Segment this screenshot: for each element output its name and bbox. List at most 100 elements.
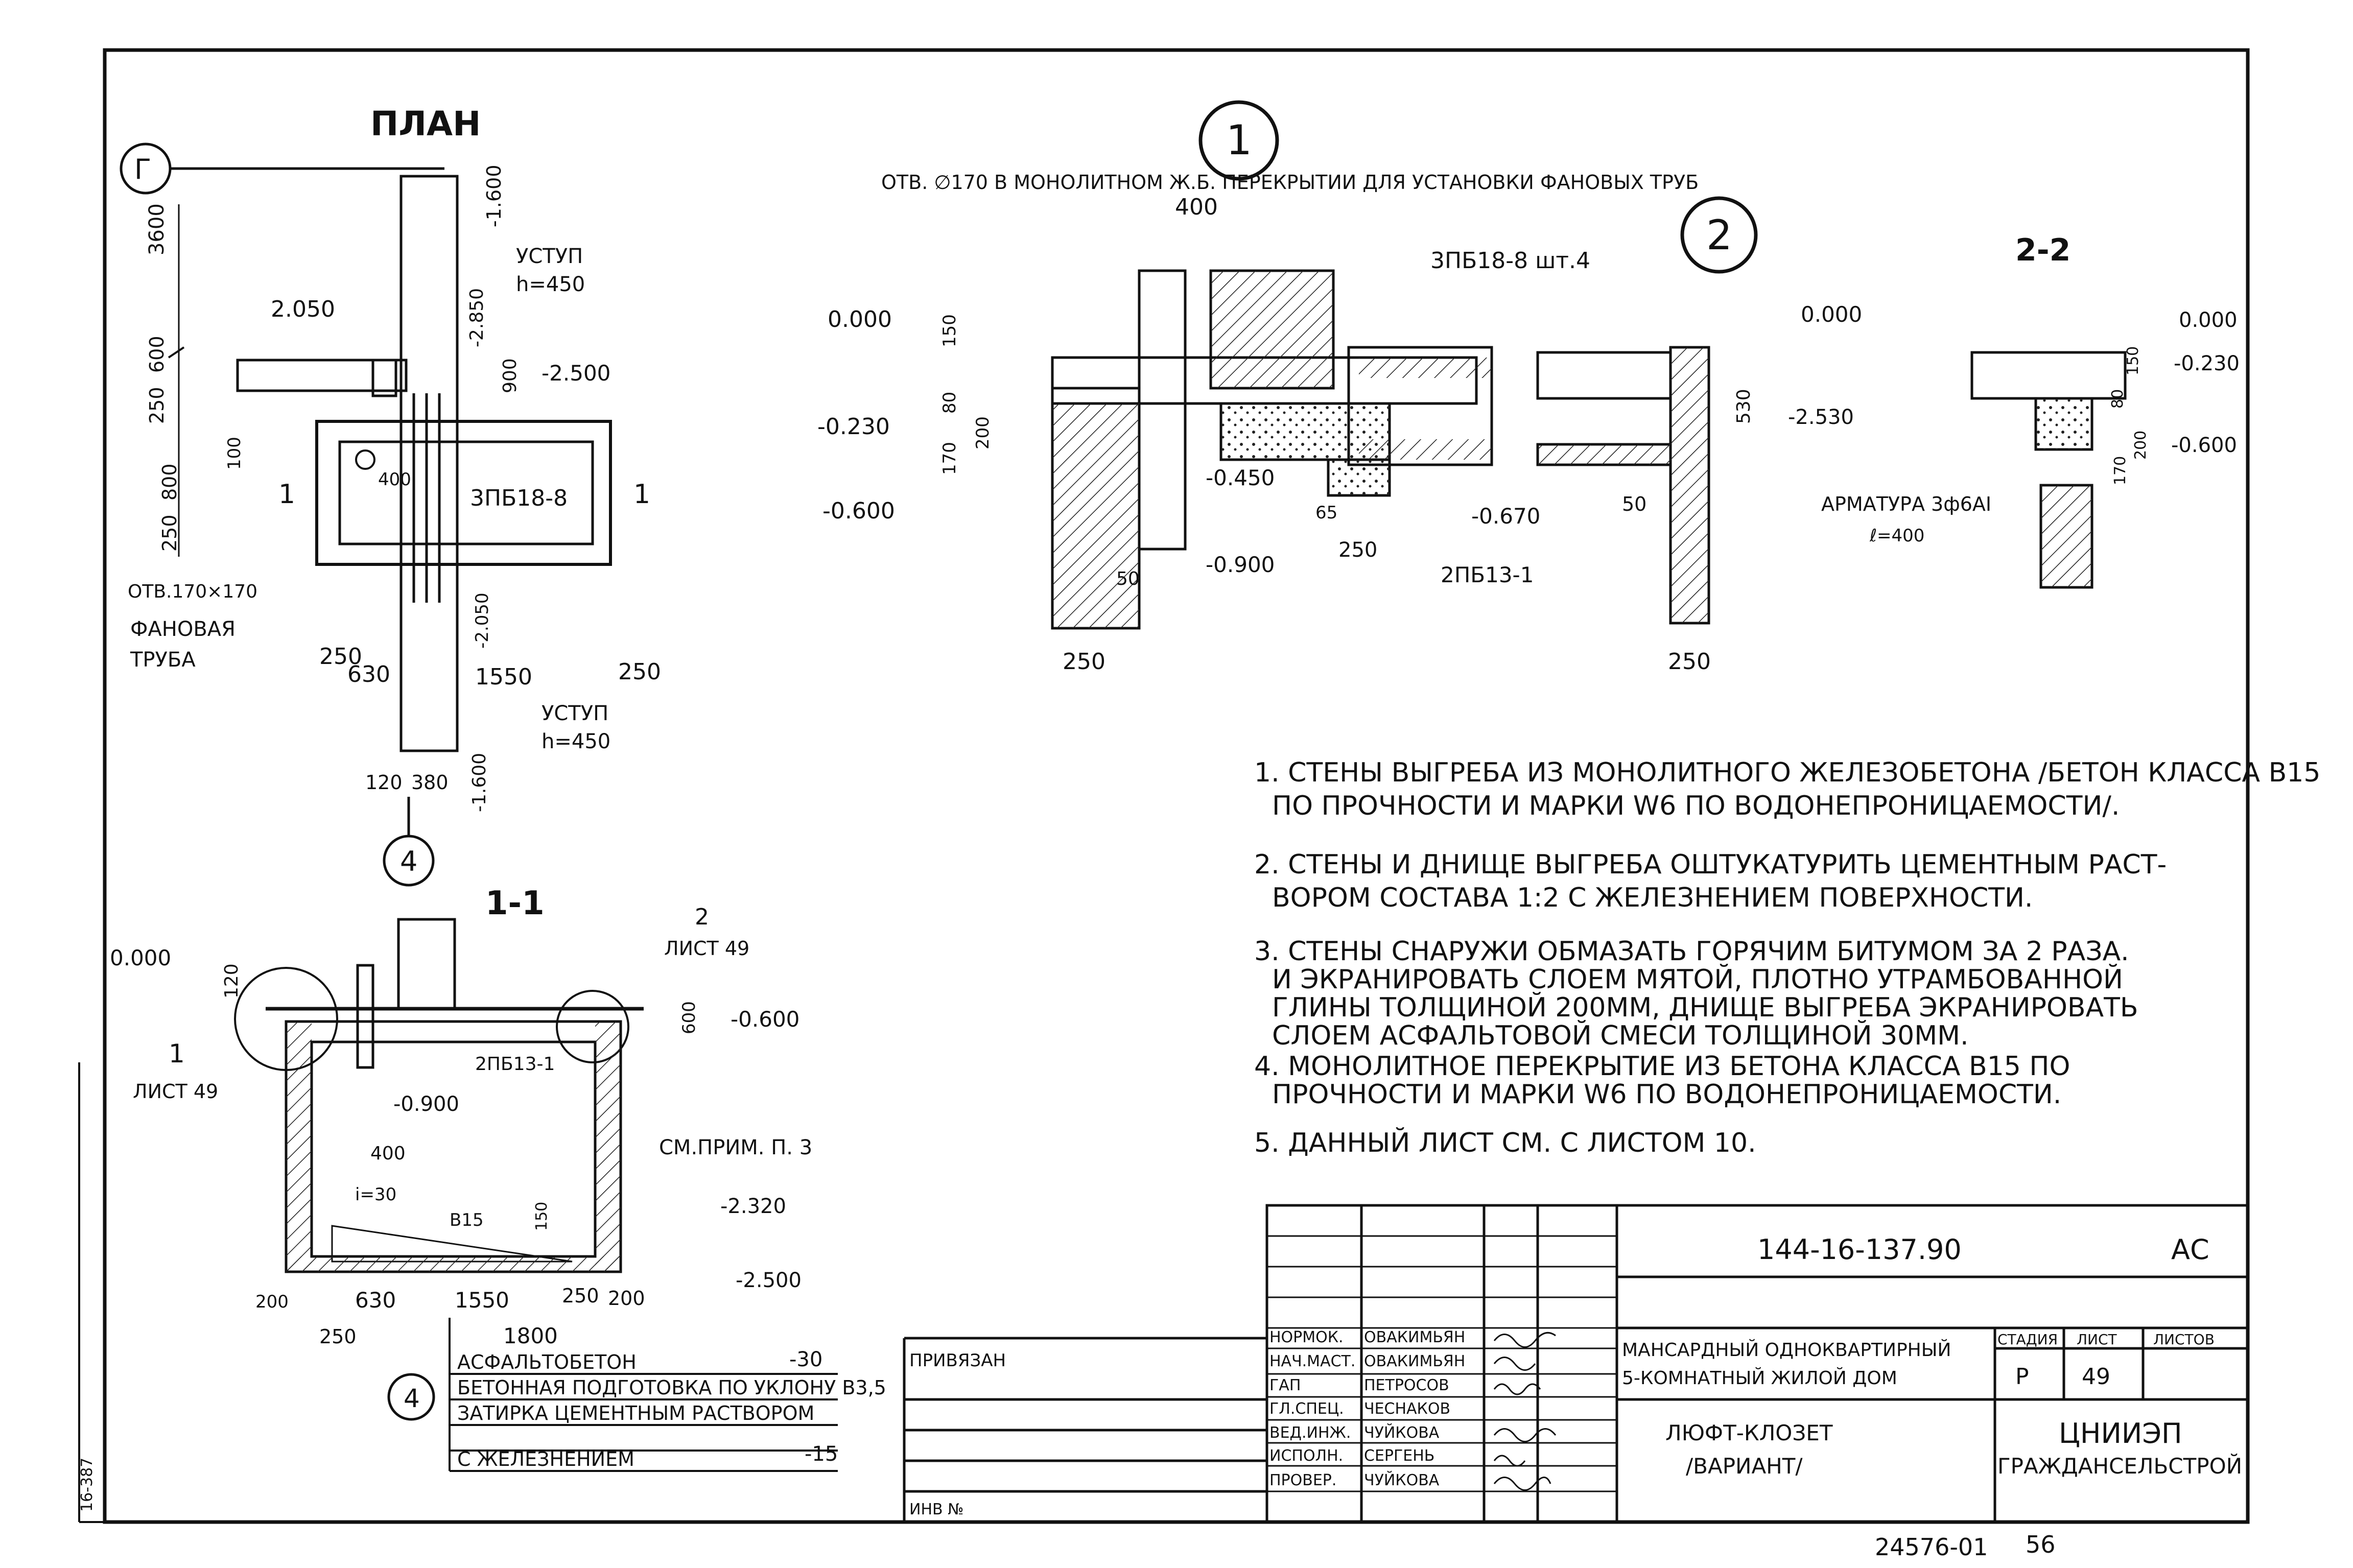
- s11-elev-0600: -0.600: [731, 1007, 799, 1032]
- node-1-dim-400: 400: [1175, 194, 1218, 220]
- tb-name-3: ЧЕСНАКОВ: [1364, 1400, 1450, 1418]
- section-1-1-title: 1-1: [485, 885, 545, 922]
- tb-privyazan: ПРИВЯЗАН: [909, 1350, 1006, 1371]
- tb-role-0: НОРМОК.: [1269, 1328, 1344, 1346]
- s22-rebar: АРМАТУРА 3ф6АI: [1821, 493, 1991, 515]
- plan-ustup: УСТУП: [516, 245, 583, 268]
- s11-axis-bubble-4: [387, 1373, 435, 1421]
- node-1-elev-000: 0.000: [828, 306, 892, 332]
- section-2-2: 2-2 0.000 -0.230 -0.600 150 80 170 200 А…: [1821, 232, 2240, 589]
- node-1: 1 ОТВ. ∅170 В МОНОЛИТНОМ Ж.Б. ПЕРЕКРЫТИИ…: [817, 100, 1699, 675]
- s22-dim-200: 200: [2132, 431, 2150, 460]
- plan-dim-100: 100: [224, 437, 245, 470]
- node-1-block-top: 3ПБ18-8 шт.4: [1430, 248, 1590, 274]
- node-2-elev-2530: -2.530: [1788, 406, 1854, 429]
- node-1-elev-0230: -0.230: [817, 414, 890, 440]
- plan-dim-380: 380: [411, 771, 449, 794]
- s11-ref2-num: 2: [695, 904, 709, 930]
- s11-elev-0900: -0.900: [393, 1092, 459, 1116]
- node-1-dim-250: 250: [1063, 649, 1105, 675]
- tb-role-3: ГЛ.СПЕЦ.: [1269, 1400, 1344, 1418]
- tb-role-6: ПРОВЕР.: [1269, 1471, 1336, 1489]
- tb-name-4: ЧУЙКОВА: [1364, 1423, 1440, 1442]
- tb-project-2: 5-КОМНАТНЫЙ ЖИЛОЙ ДОМ: [1622, 1367, 1897, 1389]
- plan-dim-600: 600: [146, 336, 168, 373]
- page-number: 56: [2026, 1531, 2056, 1558]
- axis-label-4: 4: [400, 845, 417, 877]
- s11-elev-2500: -2.500: [736, 1269, 802, 1292]
- s11-see-note: СМ.ПРИМ. П. 3: [659, 1136, 812, 1159]
- section-1-1-wall-left: [286, 1021, 312, 1272]
- axis-label-g: Г: [134, 153, 151, 185]
- plan-pipe-label-2: ТРУБА: [130, 648, 196, 672]
- node-1-label: 1: [1226, 116, 1252, 164]
- tb-role-1: НАЧ.МАСТ.: [1269, 1352, 1355, 1370]
- section-2-2-title: 2-2: [2015, 232, 2070, 268]
- plan-dim-2050b: -2.050: [472, 592, 492, 649]
- tb-name-1: ОВАКИМЬЯН: [1364, 1352, 1465, 1370]
- s11-dim-1800: 1800: [503, 1323, 558, 1348]
- title-block: 144-16-137.90 АС НОРМОК. НАЧ.МАСТ. ГАП Г…: [903, 1204, 2249, 1524]
- tb-name-0: ОВАКИМЬЯН: [1364, 1328, 1465, 1346]
- node-2: 2 0.000 530 -2.530 50 250: [1536, 196, 1862, 675]
- s11-axis-label-4: 4: [404, 1384, 420, 1413]
- plan-dim-2850: -2.850: [466, 288, 487, 347]
- plan-pipe-label-1: ФАНОВАЯ: [130, 617, 236, 641]
- tb-project-1: МАНСАРДНЫЙ ОДНОКВАРТИРНЫЙ: [1622, 1339, 1951, 1361]
- s11-ref2-sheet: ЛИСТ 49: [664, 937, 749, 960]
- plan-dim-900: 900: [500, 358, 521, 393]
- node-1-dim-170: 170: [939, 442, 960, 475]
- plan-dim-250c: 250: [319, 644, 362, 670]
- node-1-dim-200: 200: [973, 416, 993, 449]
- general-notes: 1. СТЕНЫ ВЫГРЕБА ИЗ МОНОЛИТНОГО ЖЕЛЕЗОБЕ…: [1254, 757, 2320, 1158]
- s11-bot-dim-0: 200: [255, 1292, 289, 1312]
- plan-dim-2050: 2.050: [271, 296, 335, 322]
- layer-name-1: БЕТОННАЯ ПОДГОТОВКА ПО УКЛОНУ В3,5: [457, 1376, 886, 1399]
- note-line-8: 4. МОНОЛИТНОЕ ПЕРЕКРЫТИЕ ИЗ БЕТОНА КЛАСС…: [1254, 1051, 2070, 1082]
- plan-cut-right: 1: [633, 479, 650, 510]
- s22-dim-80: 80: [2109, 389, 2127, 409]
- tb-mark: АС: [2171, 1233, 2209, 1266]
- note-line-7: СЛОЕМ АСФАЛЬТОВОЙ СМЕСИ ТОЛЩИНОЙ 30ММ.: [1272, 1020, 1969, 1051]
- node-1-dim-80: 80: [939, 392, 960, 414]
- tb-inv: ИНВ №: [909, 1501, 963, 1518]
- plan-h450-2: h=450: [542, 730, 610, 753]
- tb-sheet-title-2: /ВАРИАНТ/: [1686, 1454, 1803, 1479]
- plan-elev-2500: -2.500: [542, 361, 610, 386]
- s11-dim-250: 250: [319, 1325, 357, 1348]
- node-2-elev-000: 0.000: [1801, 302, 1862, 327]
- tb-code: 144-16-137.90: [1757, 1233, 1962, 1266]
- note-line-10: 5. ДАННЫЙ ЛИСТ СМ. С ЛИСТОМ 10.: [1254, 1127, 1756, 1158]
- node-2-dim-50: 50: [1622, 493, 1646, 515]
- tb-sheet-title-1: ЛЮФТ-КЛОЗЕТ: [1665, 1420, 1833, 1445]
- layer-name-3: С ЖЕЛЕЗНЕНИЕМ: [457, 1448, 634, 1470]
- plan-dim-1600-top: -1.600: [483, 165, 505, 228]
- side-stamp: 16-387: [78, 1458, 96, 1512]
- node-2-dim-530: 530: [1733, 389, 1754, 424]
- s11-dim-150: 150: [533, 1202, 551, 1231]
- tb-stage-header: СТАДИЯ: [1997, 1331, 2058, 1348]
- plan-ustup-2: УСТУП: [542, 702, 608, 725]
- tb-role-4: ВЕД.ИНЖ.: [1269, 1424, 1351, 1442]
- node-1-hole-note: ОТВ. ∅170 В МОНОЛИТНОМ Ж.Б. ПЕРЕКРЫТИИ Д…: [881, 171, 1699, 194]
- s11-ref1-num: 1: [169, 1039, 185, 1068]
- s11-slope: i=30: [355, 1184, 396, 1205]
- node-1-dim-150: 150: [939, 314, 960, 347]
- s11-bot-dim-1: 630: [355, 1288, 396, 1313]
- s11-bot-dim-4: 200: [608, 1287, 645, 1310]
- note-line-2: 2. СТЕНЫ И ДНИЩЕ ВЫГРЕБА ОШТУКАТУРИТЬ ЦЕ…: [1254, 849, 2167, 880]
- tb-signatures: [1493, 1332, 1557, 1491]
- s11-ref1-sheet: ЛИСТ 49: [133, 1080, 218, 1103]
- s22-elev-0230: -0.230: [2174, 352, 2240, 375]
- layer-name-2: ЗАТИРКА ЦЕМЕНТНЫМ РАСТВОРОМ: [457, 1402, 814, 1424]
- tb-sheet: 49: [2082, 1364, 2110, 1390]
- s11-bot-dim-2: 1550: [455, 1288, 509, 1313]
- node-2-dim-250: 250: [1668, 649, 1711, 675]
- plan-dim-250d: 250: [618, 659, 661, 685]
- plan-dim-800: 800: [158, 463, 181, 501]
- s11-dim-600: 600: [679, 1001, 699, 1034]
- node-1-elev-0450: -0.450: [1206, 465, 1275, 490]
- tb-role-2: ГАП: [1269, 1376, 1301, 1394]
- layer-value-3: -15: [805, 1442, 838, 1466]
